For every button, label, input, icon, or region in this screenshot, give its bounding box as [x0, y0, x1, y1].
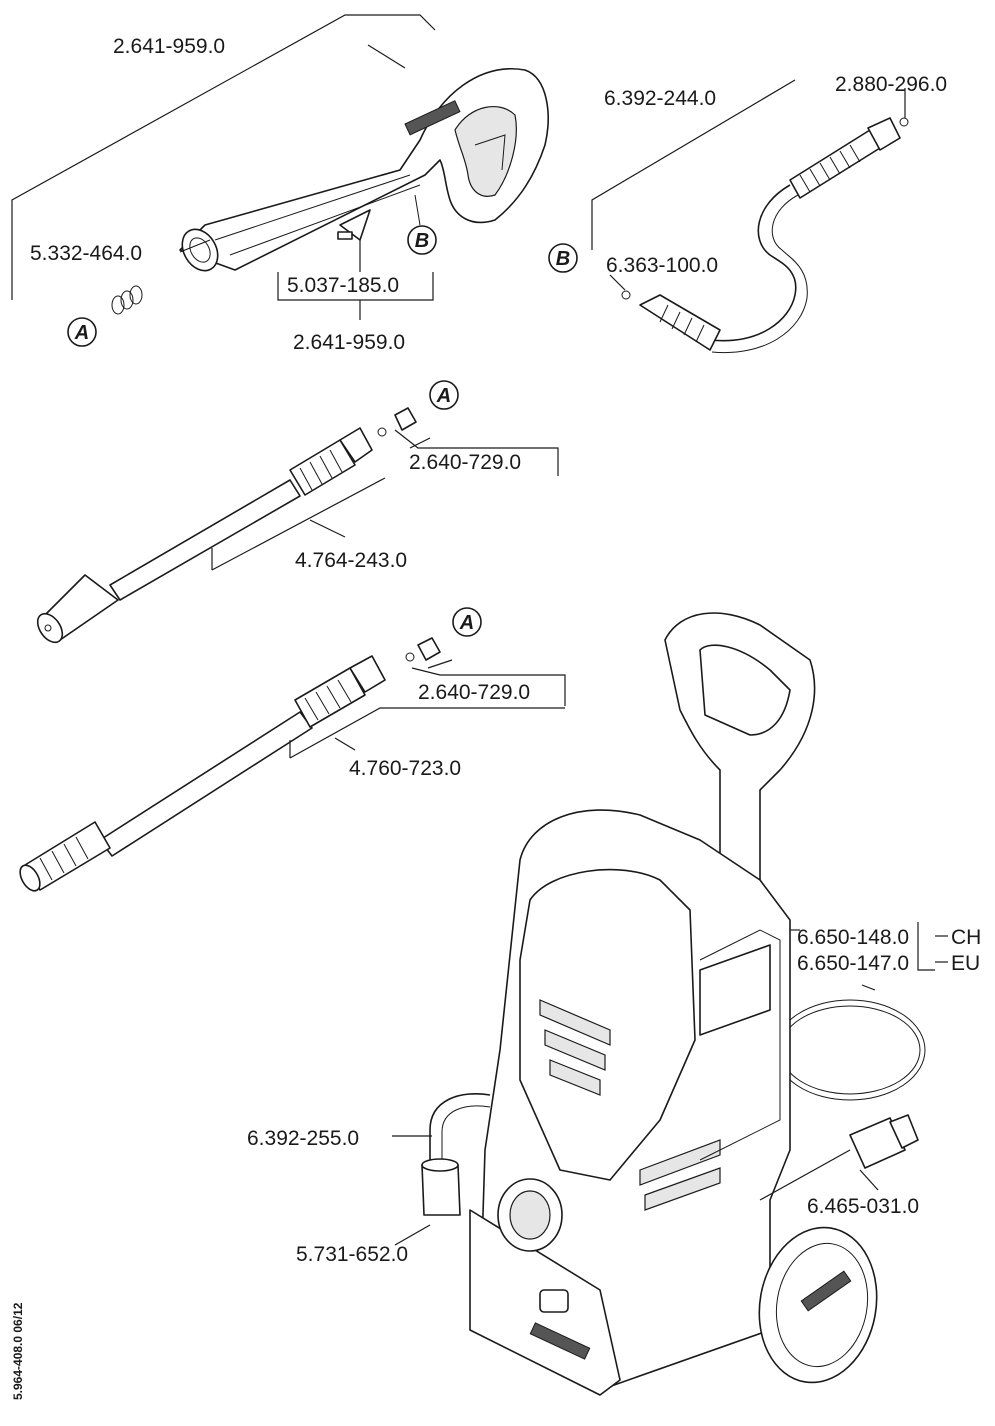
label-lance-2: 4.760-723.0 [349, 757, 461, 780]
svg-text:A: A [459, 612, 474, 634]
label-cable-eu: 6.650-147.0 [797, 952, 909, 975]
label-suction-hose: 6.392-255.0 [247, 1127, 359, 1150]
label-water-coupling: 6.465-031.0 [807, 1195, 919, 1218]
label-lance-1: 4.764-243.0 [295, 549, 407, 572]
callout-a-lance-2: A [452, 607, 482, 637]
label-gun-assembly-bottom: 2.641-959.0 [293, 331, 405, 354]
spray-lance-2 [19, 637, 441, 892]
high-pressure-hose [621, 117, 909, 354]
label-gun-lock-clip: 5.037-185.0 [287, 274, 399, 297]
svg-text:A: A [436, 385, 451, 407]
spray-lance-1 [36, 407, 417, 644]
leader-lines [11, 14, 948, 1246]
label-gun-assembly-top: 2.641-959.0 [113, 35, 225, 58]
label-hose-end-seal: 2.880-296.0 [835, 73, 947, 96]
callout-b-hose: B [548, 243, 578, 273]
callout-a-lance-1: A [429, 380, 459, 410]
label-hose-assembly: 6.392-244.0 [604, 87, 716, 110]
svg-text:A: A [74, 322, 89, 344]
document-id: 5.964-408.0 06/12 [11, 1302, 25, 1400]
spray-gun [111, 68, 549, 315]
pressure-washer-unit [421, 612, 926, 1396]
label-cable-ch: 6.650-148.0 [797, 926, 909, 949]
callout-a-gun: A [67, 317, 97, 347]
label-hose-connector: 6.363-100.0 [606, 254, 718, 277]
label-cable-ch-region: CH [951, 926, 981, 949]
svg-text:B: B [556, 248, 570, 270]
label-gun-seal-kit: 5.332-464.0 [30, 242, 142, 265]
svg-text:B: B [415, 230, 429, 252]
label-lance-1-connector-kit: 2.640-729.0 [409, 451, 521, 474]
label-lance-2-connector-kit: 2.640-729.0 [418, 681, 530, 704]
callout-b-gun: B [407, 225, 437, 255]
label-cable-eu-region: EU [951, 952, 980, 975]
label-filter: 5.731-652.0 [296, 1243, 408, 1266]
